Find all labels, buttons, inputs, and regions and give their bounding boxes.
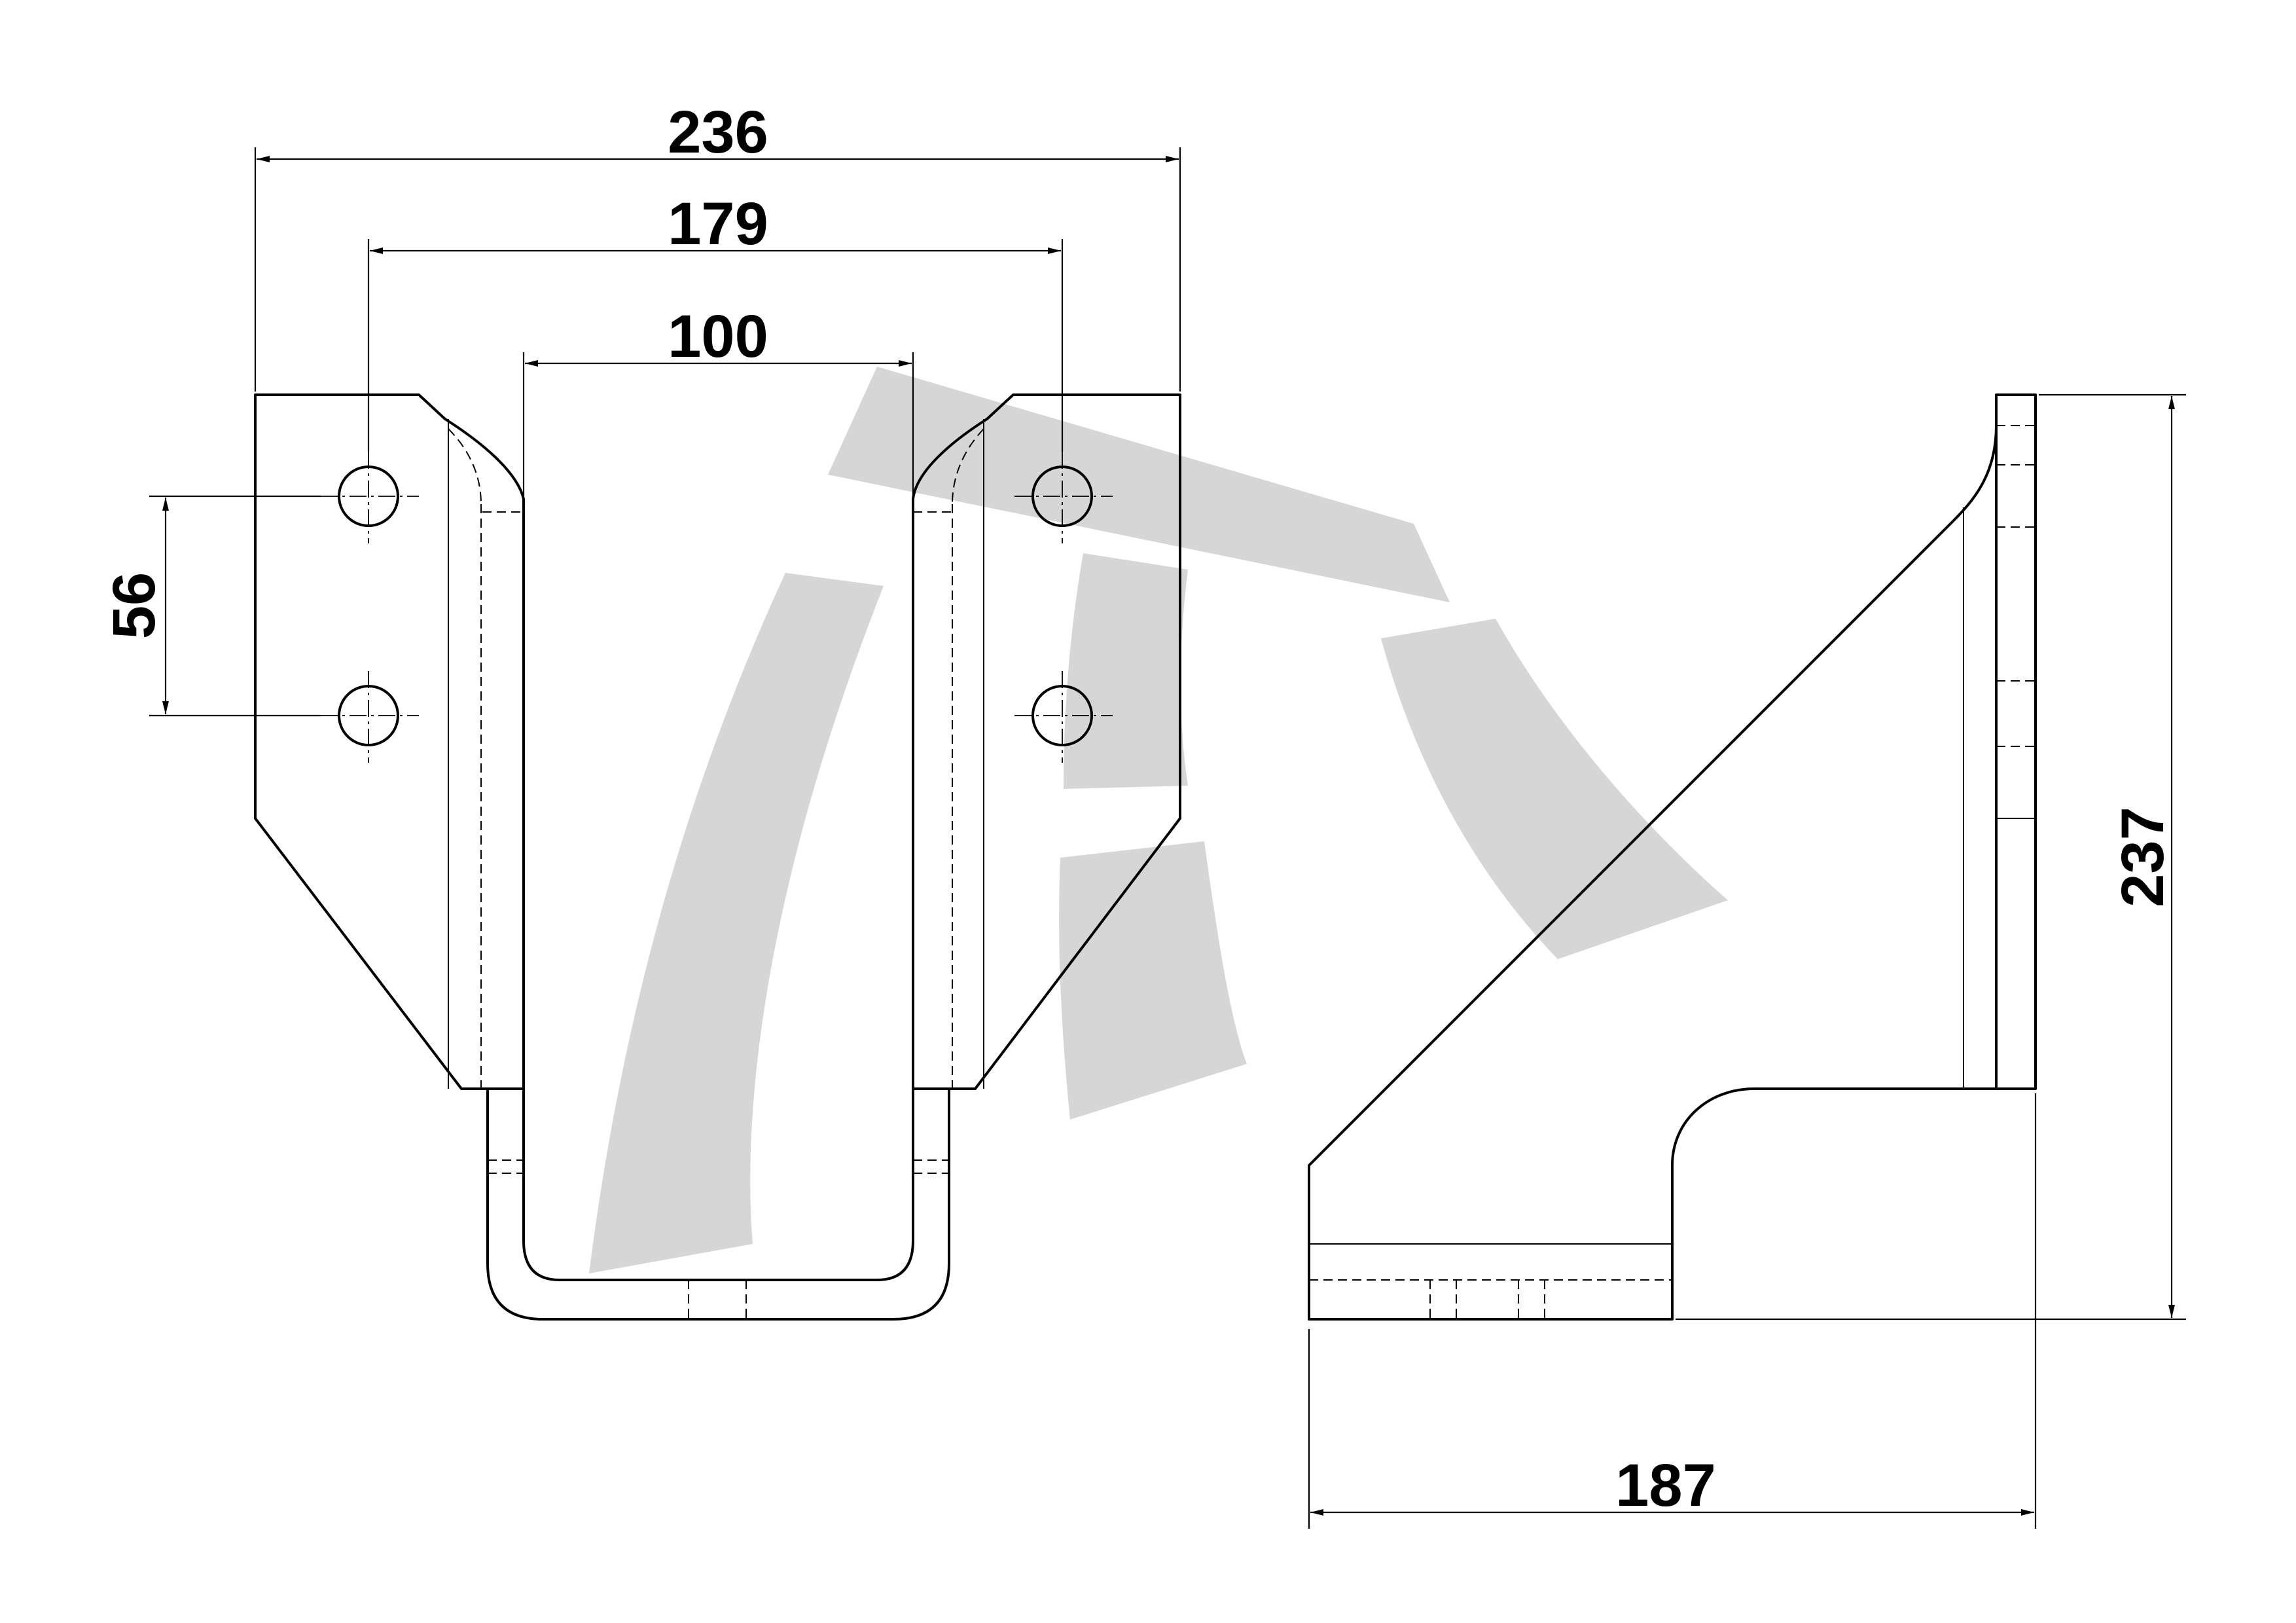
dim-label-height: 237 <box>2109 807 2176 907</box>
dim-label-depth: 187 <box>1615 1452 1716 1519</box>
side-view <box>1308 393 2037 1321</box>
dim-label-hole-spacing-horizontal: 179 <box>668 191 768 257</box>
front-view <box>254 393 1181 1321</box>
dim-label-inner-width: 100 <box>668 303 768 370</box>
dim-overall-width <box>254 147 1181 392</box>
dim-depth <box>1308 1093 2037 1529</box>
dim-hole-spacing-horizontal <box>367 239 1064 452</box>
dim-hole-spacing-vertical <box>149 495 321 717</box>
dim-label-hole-spacing-vertical: 56 <box>101 572 168 639</box>
watermark-logo <box>589 367 1728 1273</box>
dim-inner-width <box>522 352 914 498</box>
dim-label-overall-width: 236 <box>668 99 768 166</box>
dim-height <box>1676 393 2186 1321</box>
